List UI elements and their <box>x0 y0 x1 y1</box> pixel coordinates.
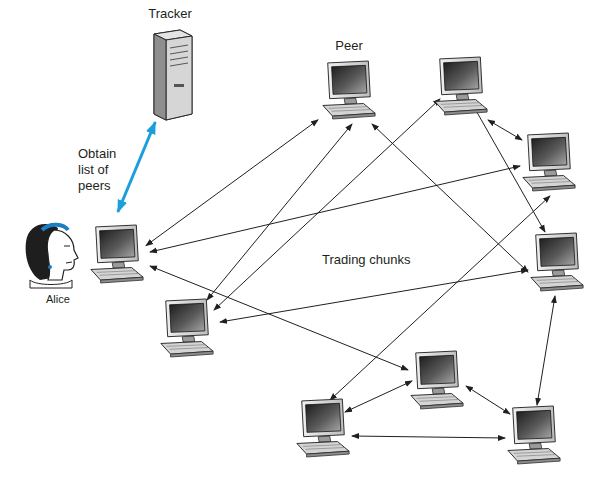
node-label: Alice <box>46 292 70 307</box>
edge-label: Obtain list of peers <box>76 146 130 194</box>
node-icon <box>18 216 84 290</box>
node-icon <box>88 224 146 284</box>
connector <box>118 122 155 212</box>
node-label: Tracker <box>148 6 192 21</box>
connector <box>146 120 318 246</box>
user-workstation: Alice <box>18 212 146 308</box>
annotation: Trading chunks <box>320 252 412 268</box>
tracker-server: Tracker <box>138 6 202 122</box>
chunk-arrows <box>150 99 555 438</box>
node-label: Peer <box>335 38 362 53</box>
node-icon <box>320 60 378 120</box>
node-icon <box>150 28 194 122</box>
peer-computers <box>161 57 583 464</box>
peer-computer: Peer <box>318 38 380 126</box>
